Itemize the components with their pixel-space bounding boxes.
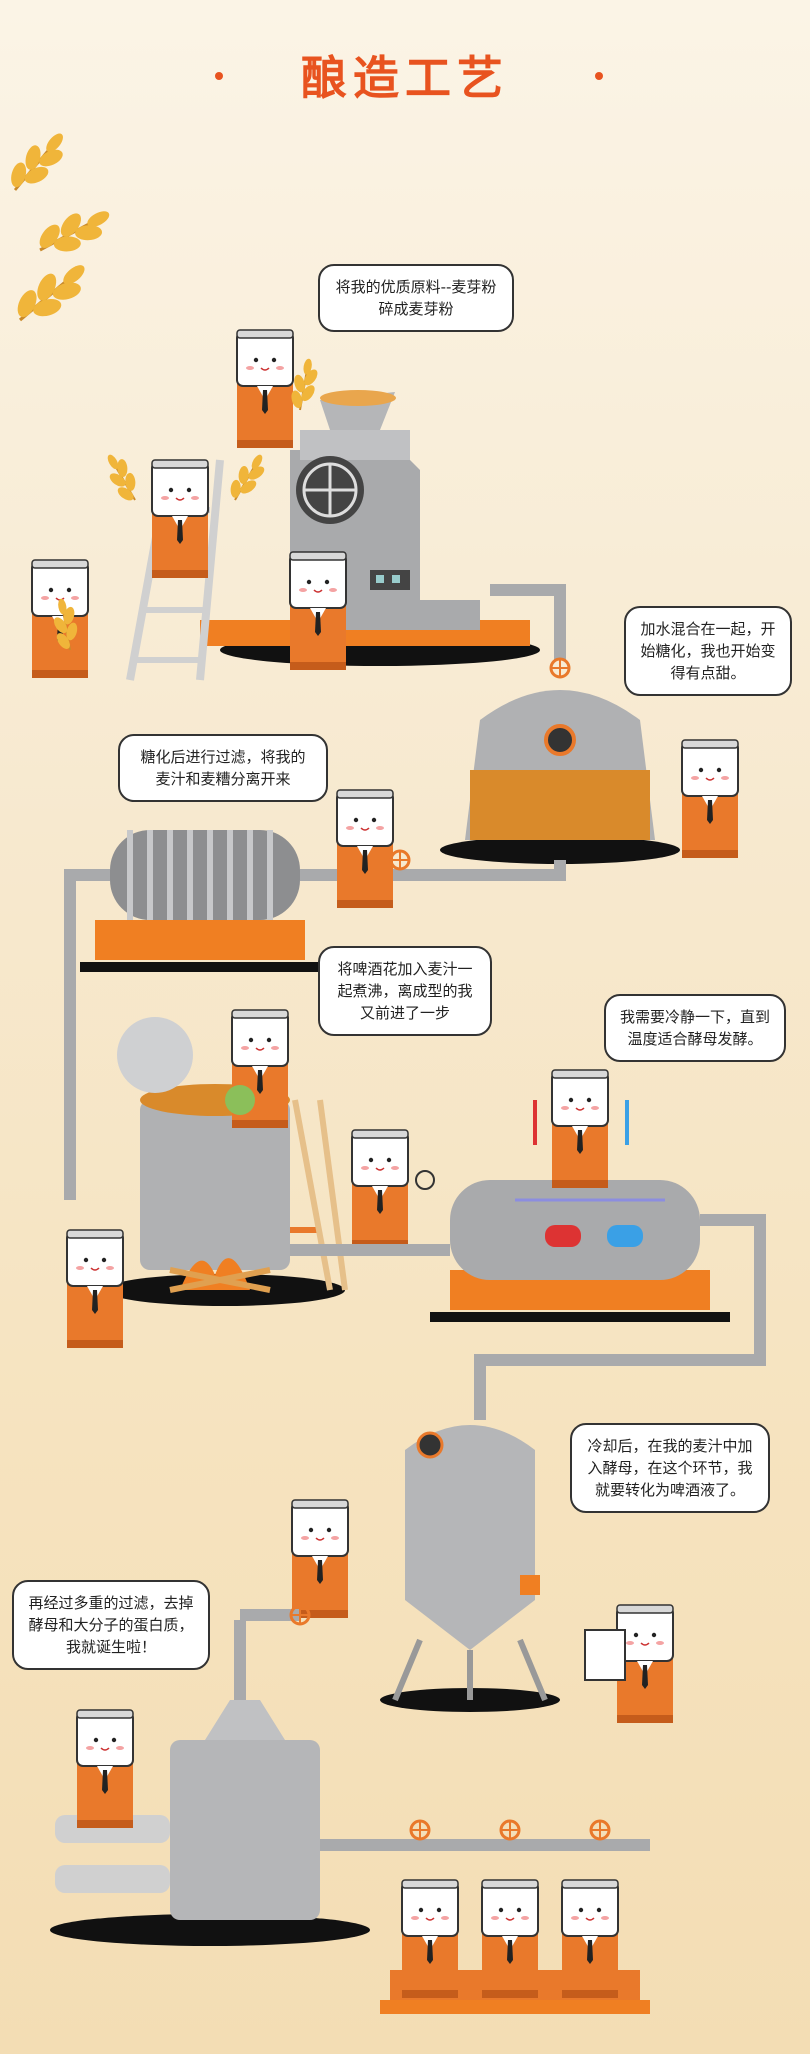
magnifier-icon: [415, 1170, 435, 1190]
page-title: 酿造工艺: [301, 51, 509, 105]
gear-wheel-icon: [296, 456, 364, 524]
step6-bubble: 冷却后，在我的麦汁中加入酵母，在这个环节，我就要转化为啤酒液了。: [570, 1423, 770, 1513]
thermometer-icon: [533, 1100, 629, 1145]
wheat-icon: [0, 120, 120, 339]
title-dot-right: [595, 72, 603, 80]
step7-bubble: 再经过多重的过滤，去掉酵母和大分子的蛋白质，我就诞生啦！: [12, 1580, 210, 1670]
fire-icon: [169, 1258, 271, 1293]
valve-icon: [409, 1819, 431, 1841]
step5-bubble: 我需要冷静一下，直到温度适合酵母发酵。: [604, 994, 786, 1062]
valve-icon: [389, 849, 411, 871]
step4-bubble: 将啤酒花加入麦汁一起煮沸，离成型的我又前进了一步: [318, 946, 492, 1036]
clipboard-icon: [584, 1629, 626, 1681]
step3-bubble: 糖化后进行过滤，将我的麦汁和麦糟分离开来: [118, 734, 328, 802]
hop-icon: [225, 1085, 255, 1115]
step2-bubble: 加水混合在一起，开始糖化，我也开始变得有点甜。: [624, 606, 792, 696]
step1-bubble: 将我的优质原料--麦芽粉碎成麦芽粉: [318, 264, 514, 332]
title-dot-left: [215, 72, 223, 80]
valve-icon: [549, 657, 571, 679]
